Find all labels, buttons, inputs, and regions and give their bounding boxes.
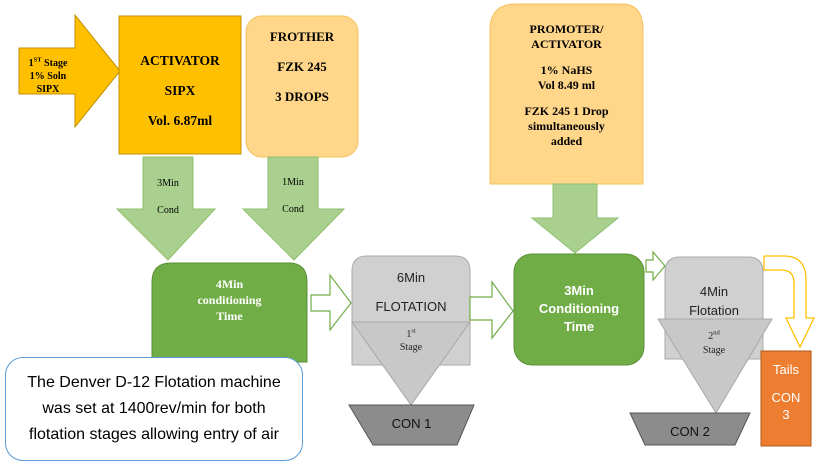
tails-arrow: [763, 255, 816, 349]
activator-title: ACTIVATOR: [140, 53, 220, 68]
cond-arrow-1: [115, 156, 217, 261]
con2-tray: [629, 412, 751, 446]
frother-reagent: FZK 245: [277, 59, 327, 74]
flotation-2-stage: 2nd Stage: [702, 329, 726, 356]
flotation-cone-2: [657, 318, 773, 414]
cond-arrow-2: [241, 156, 346, 261]
con1-tray: [348, 404, 475, 446]
con2-label: CON 2: [670, 424, 710, 439]
promoter-down-arrow: [530, 183, 620, 254]
flotation-cone-1: [351, 321, 471, 406]
con1-label: CON 1: [391, 416, 432, 431]
activator-reagent: SIPX: [164, 83, 196, 98]
stage1-input-arrow: [18, 13, 121, 129]
flow-arrow-2: [469, 280, 514, 340]
activator-box: [118, 15, 242, 155]
promoter-title: PROMOTER/ACTIVATOR: [529, 22, 604, 51]
flow-arrow-1: [310, 273, 352, 332]
conditioning-box-2: [513, 253, 645, 366]
activator-volume: Vol. 6.87ml: [147, 113, 213, 128]
promoter-box: [489, 3, 644, 185]
flotation-1-time: 6Min: [396, 270, 426, 285]
tails-box: [760, 350, 812, 447]
flotation-1-stage: 1st Stage: [399, 327, 423, 353]
conditioning-box-1: [151, 262, 308, 363]
flotation-1-label: FLOTATION: [375, 299, 447, 314]
flow-arrow-3: [645, 250, 666, 282]
stage1-input-label: 1ST Stage 1% Soln SIPX: [28, 56, 68, 95]
frother-title: FROTHER: [269, 29, 335, 44]
tails-label: Tails CON 3: [771, 362, 801, 422]
frother-dose: 3 DROPS: [275, 89, 329, 104]
machine-note: The Denver D-12 Flotation machine was se…: [5, 357, 303, 461]
